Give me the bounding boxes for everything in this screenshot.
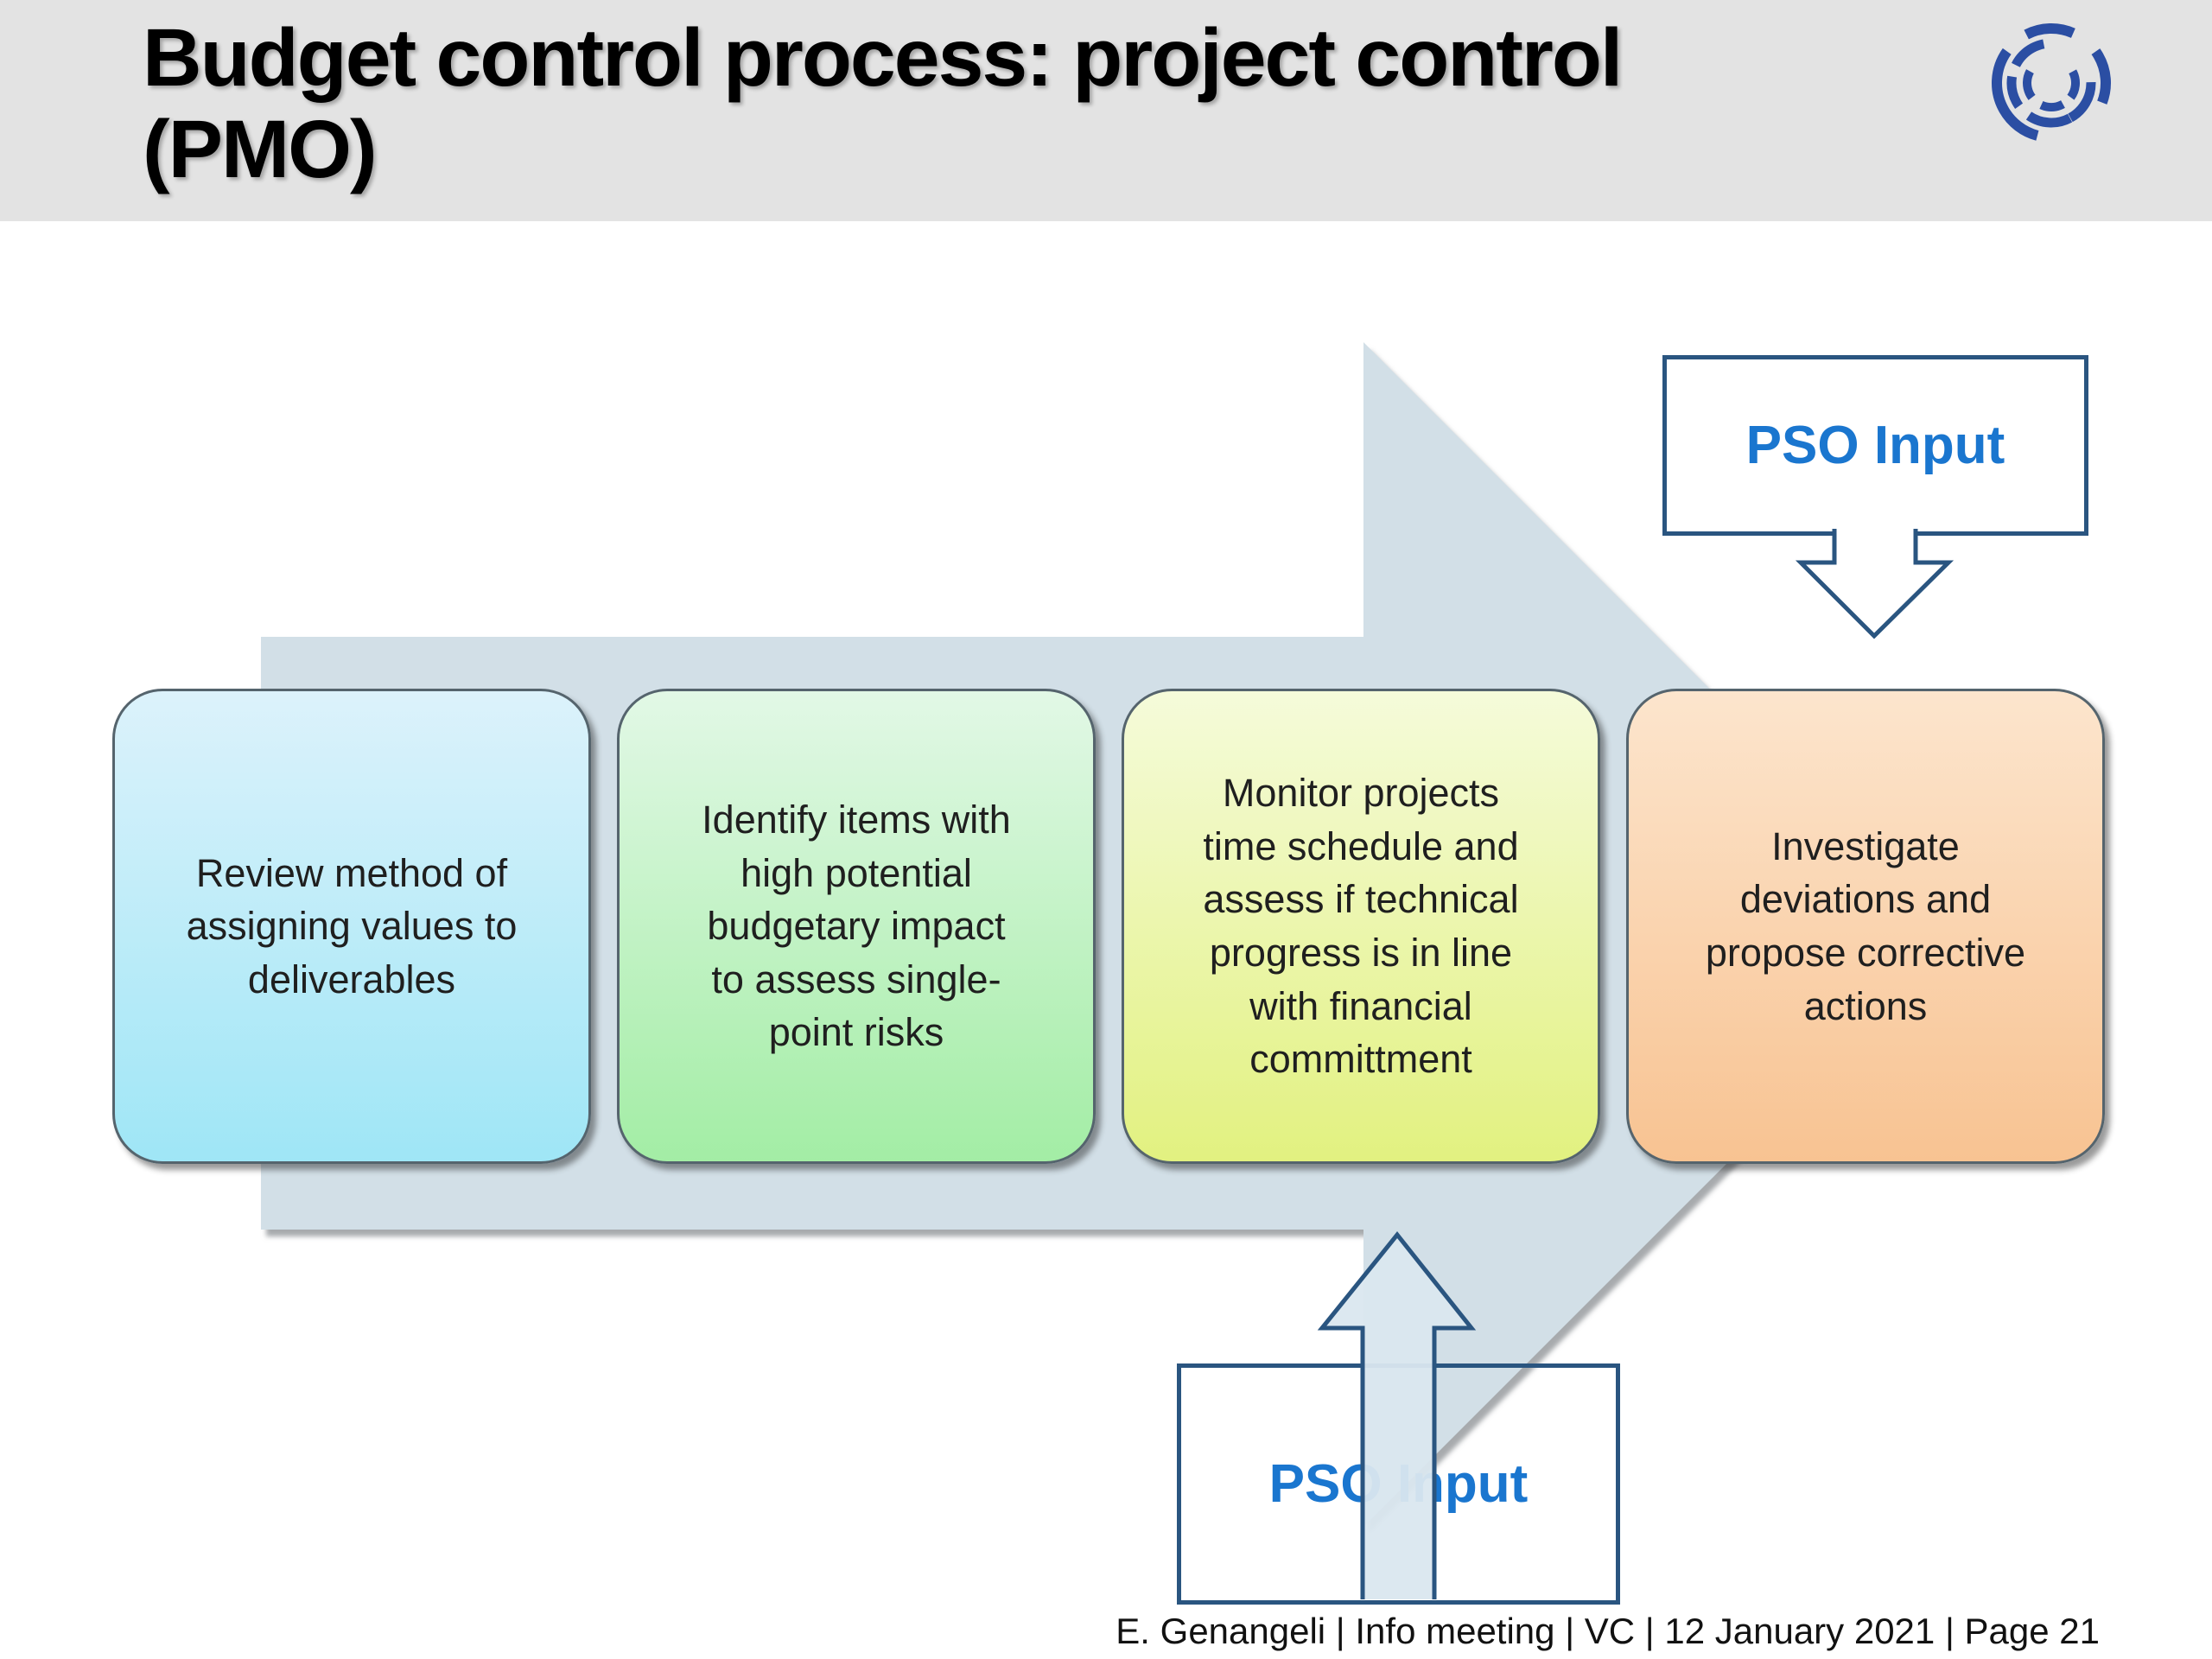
process-step-identify-items: Identify items with high potential budge… (617, 689, 1096, 1164)
process-step-label: Review method of assigning values to del… (186, 850, 518, 1001)
process-step-investigate-deviations: Investigate deviations and propose corre… (1626, 689, 2105, 1164)
slide-header-bar (0, 0, 2212, 221)
slide-title: Budget control process: project control … (143, 12, 1623, 196)
slide-footer: E. Genangeli | Info meeting | VC | 12 Ja… (1116, 1611, 2100, 1651)
right-arrow-shape (261, 342, 1955, 1527)
process-step-monitor-projects: Monitor projects time schedule and asses… (1122, 689, 1600, 1164)
process-step-review-values: Review method of assigning values to del… (112, 689, 591, 1164)
pso-input-label-top: PSO Input (1745, 416, 2005, 475)
f4e-logo-icon (1992, 23, 2111, 143)
pso-input-label-bottom: PSO Input (1268, 1454, 1529, 1514)
process-step-label: Investigate deviations and propose corre… (1705, 823, 2026, 1028)
process-step-label: Identify items with high potential budge… (702, 797, 1011, 1055)
process-step-label: Monitor projects time schedule and asses… (1203, 771, 1519, 1082)
pso-input-callout-top: PSO Input (1662, 355, 2088, 536)
pso-input-callout-bottom: PSO Input (1177, 1363, 1620, 1605)
